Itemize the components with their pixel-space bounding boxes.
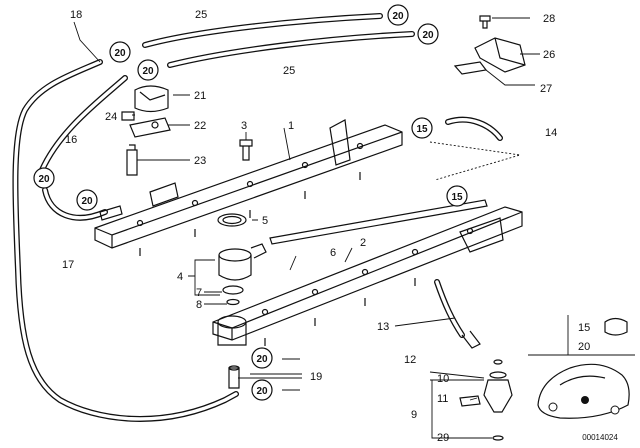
svg-text:20: 20 [422,30,434,41]
label-28: 28 [543,13,555,25]
svg-text:15: 15 [451,192,463,203]
label-27: 27 [540,83,552,95]
fuel-rail-2 [212,206,523,346]
label-11: 11 [437,393,448,405]
legend-clip [604,317,628,336]
callout-20-a: 20 [387,4,409,26]
seal-5 [217,213,247,227]
svg-text:20: 20 [114,48,126,59]
leader-14 [429,141,521,181]
label-5: 5 [262,215,268,227]
label-2: 2 [360,237,366,249]
callout-20-e: 20 [33,167,55,189]
label-14: 14 [545,127,557,139]
bolt-3 [239,139,253,161]
label-19: 19 [310,371,322,383]
label-8: 8 [196,299,202,311]
label-25-top: 25 [195,9,207,21]
label-29: 29 [437,432,449,444]
sensor-23 [126,144,138,176]
label-26: 26 [543,49,555,61]
callout-20-g: 20 [251,347,273,369]
label-24: 24 [105,111,117,123]
label-22: 22 [194,120,206,132]
pressure-regulator-4 [218,243,267,306]
label-4: 4 [177,271,183,283]
label-23: 23 [194,155,206,167]
leader-lines [73,17,540,439]
hose-18 [12,59,239,422]
hose-13 [434,279,481,349]
fuel-rail-1 [94,119,403,256]
callout-20-d: 20 [137,59,159,81]
label-12: 12 [404,354,416,366]
svg-text:20: 20 [38,174,50,185]
callout-20-c: 20 [109,41,131,63]
hose-14 [445,116,503,141]
pipe-6 [269,199,488,245]
callout-20-f: 20 [76,189,98,211]
label-16: 16 [65,134,77,146]
label-10: 10 [437,373,449,385]
label-6: 6 [330,247,336,259]
label-7: 7 [196,287,202,299]
rail-fitting [217,315,247,346]
diagram-code: 00014024 [582,433,618,442]
label-3: 3 [241,120,247,132]
injector-9 [483,359,513,441]
callout-15-b: 15 [446,185,468,207]
legend-20: 20 [578,341,590,353]
label-18: 18 [70,9,82,21]
label-9: 9 [411,409,417,421]
car-silhouette [537,363,630,419]
hose-25-upper [142,13,383,48]
label-1: 1 [288,120,294,132]
svg-text:20: 20 [142,66,154,77]
svg-text:20: 20 [392,11,404,22]
bracket-21 [134,85,169,113]
label-21: 21 [194,90,206,102]
svg-text:20: 20 [256,386,268,397]
rail-pipe [99,205,123,221]
clip-27 [453,61,488,75]
svg-text:15: 15 [416,124,428,135]
svg-text:20: 20 [256,354,268,365]
svg-text:20: 20 [81,196,93,207]
bracket-26 [474,37,526,73]
clip-11 [459,395,481,407]
label-17: 17 [62,259,74,271]
legend-divider [528,315,635,356]
callout-15-a: 15 [411,117,433,139]
legend-15: 15 [578,322,590,334]
clamp-22 [129,117,171,138]
callout-20-b: 20 [417,23,439,45]
screw-28 [479,15,491,29]
label-13: 13 [377,321,389,333]
nut-24 [121,111,135,121]
sleeve-19 [228,365,240,389]
label-25-mid: 25 [283,65,295,77]
hose-16 [39,75,128,173]
hose-17 [42,187,108,221]
hose-25-lower [167,31,415,68]
callout-20-h: 20 [251,379,273,401]
